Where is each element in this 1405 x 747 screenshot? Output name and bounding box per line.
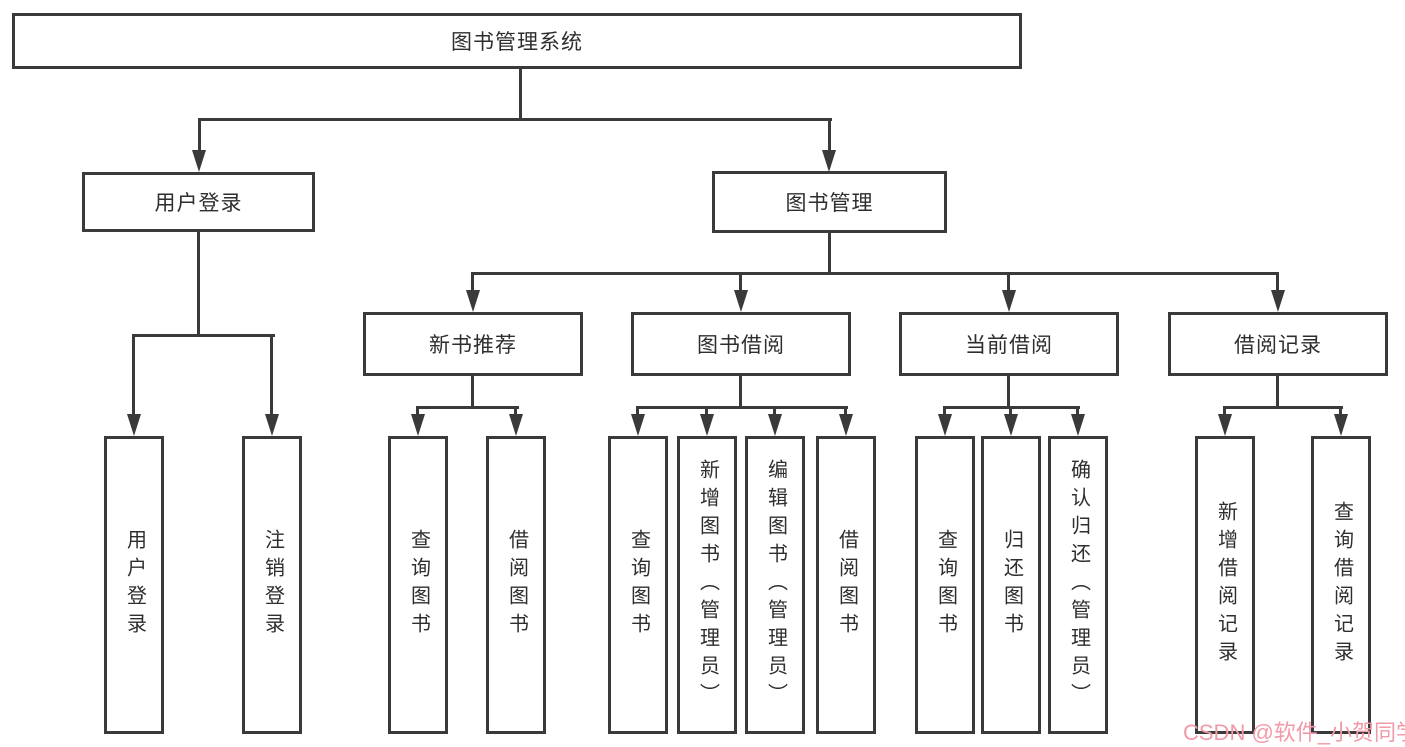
connector-root-bar (198, 118, 832, 121)
leaf-add-books-admin: 新增图书（管理员） (677, 436, 737, 734)
leaf-confirm-return-admin: 确认归还（管理员） (1048, 436, 1108, 734)
connector-leaf (416, 406, 419, 416)
leaf-borrow-books: 借阅图书 (816, 436, 876, 734)
leaf-add-borrow-record: 新增借阅记录 (1195, 436, 1255, 734)
arrow-down-icon (127, 414, 141, 436)
node-book-borrow-label: 图书借阅 (697, 334, 785, 357)
leaf-current-query-books-label: 查询图书 (934, 529, 957, 641)
arrow-down-icon (938, 414, 952, 436)
connector-to-current-borrow (1007, 272, 1010, 292)
connector-to-leaf-user-login (132, 334, 135, 414)
csdn-watermark: CSDN @软件_小贺同学 (1183, 720, 1405, 745)
connector-to-new-book-recommend (471, 272, 474, 292)
leaf-edit-books-admin-label: 编辑图书（管理员） (764, 459, 787, 711)
arrow-down-icon (700, 414, 714, 436)
leaf-recommend-borrow-books: 借阅图书 (486, 436, 546, 734)
connector-leaf (1223, 406, 1226, 416)
node-user-login: 用户登录 (82, 172, 315, 232)
arrow-down-icon (265, 414, 279, 436)
connector-user-login-bar (132, 334, 275, 337)
connector-to-book-management (828, 118, 831, 152)
node-borrow-records: 借阅记录 (1168, 312, 1388, 376)
leaf-query-borrow-record-label: 查询借阅记录 (1330, 501, 1353, 669)
arrow-down-icon (1002, 290, 1016, 312)
arrow-down-icon (839, 414, 853, 436)
connector-book-management-bar (471, 272, 1279, 275)
arrow-down-icon (1271, 290, 1285, 312)
connector-root-stem (519, 69, 522, 118)
arrow-down-icon (1334, 414, 1348, 436)
arrow-down-icon (1218, 414, 1232, 436)
connector-leaf (636, 406, 639, 416)
connector-to-user-login (198, 118, 201, 152)
leaf-recommend-query-books-label: 查询图书 (407, 529, 430, 641)
node-user-login-label: 用户登录 (154, 192, 243, 215)
node-new-book-recommend: 新书推荐 (363, 312, 583, 376)
leaf-edit-books-admin: 编辑图书（管理员） (745, 436, 805, 734)
arrow-down-icon (631, 414, 645, 436)
connector-records-stem (1276, 376, 1279, 406)
connector-to-borrow-records (1276, 272, 1279, 292)
arrow-down-icon (192, 150, 206, 172)
leaf-return-books: 归还图书 (981, 436, 1041, 734)
connector-leaf (1076, 406, 1079, 416)
connector-records-bar (1223, 406, 1343, 409)
connector-to-leaf-logout (270, 334, 273, 414)
arrow-down-icon (768, 414, 782, 436)
leaf-confirm-return-admin-label: 确认归还（管理员） (1067, 459, 1090, 711)
node-current-borrow-label: 当前借阅 (965, 334, 1053, 357)
leaf-user-login-label: 用户登录 (123, 529, 146, 641)
connector-leaf (705, 406, 708, 416)
node-current-borrow: 当前借阅 (899, 312, 1119, 376)
connector-leaf (514, 406, 517, 416)
connector-leaf (773, 406, 776, 416)
node-new-book-recommend-label: 新书推荐 (429, 334, 517, 357)
connector-leaf (1339, 406, 1342, 416)
node-root: 图书管理系统 (12, 13, 1022, 69)
node-book-borrow: 图书借阅 (631, 312, 851, 376)
connector-leaf (844, 406, 847, 416)
connector-recommend-bar (416, 406, 519, 409)
arrow-down-icon (1071, 414, 1085, 436)
leaf-return-books-label: 归还图书 (1000, 529, 1023, 641)
leaf-add-books-admin-label: 新增图书（管理员） (696, 459, 719, 711)
connector-to-book-borrow (739, 272, 742, 292)
leaf-recommend-borrow-books-label: 借阅图书 (505, 529, 528, 641)
connector-borrow-stem (739, 376, 742, 406)
leaf-borrow-books-label: 借阅图书 (835, 529, 858, 641)
leaf-logout-label: 注销登录 (261, 529, 284, 641)
leaf-borrow-query-books: 查询图书 (608, 436, 668, 734)
leaf-user-login: 用户登录 (104, 436, 164, 734)
connector-recommend-stem (471, 376, 474, 406)
arrow-down-icon (734, 290, 748, 312)
connector-book-management-stem (828, 233, 831, 272)
connector-borrow-bar (636, 406, 848, 409)
connector-leaf (1009, 406, 1012, 416)
arrow-down-icon (1004, 414, 1018, 436)
leaf-recommend-query-books: 查询图书 (388, 436, 448, 734)
leaf-logout: 注销登录 (242, 436, 302, 734)
connector-current-stem (1007, 376, 1010, 406)
connector-leaf (943, 406, 946, 416)
node-book-management-label: 图书管理 (785, 192, 874, 215)
arrow-down-icon (822, 150, 836, 172)
arrow-down-icon (509, 414, 523, 436)
node-book-management: 图书管理 (712, 171, 947, 233)
leaf-borrow-query-books-label: 查询图书 (627, 529, 650, 641)
leaf-add-borrow-record-label: 新增借阅记录 (1214, 501, 1237, 669)
leaf-query-borrow-record: 查询借阅记录 (1311, 436, 1371, 734)
arrow-down-icon (466, 290, 480, 312)
connector-user-login-stem (197, 232, 200, 334)
arrow-down-icon (411, 414, 425, 436)
leaf-current-query-books: 查询图书 (915, 436, 975, 734)
node-root-label: 图书管理系统 (451, 31, 583, 54)
node-borrow-records-label: 借阅记录 (1234, 334, 1322, 357)
